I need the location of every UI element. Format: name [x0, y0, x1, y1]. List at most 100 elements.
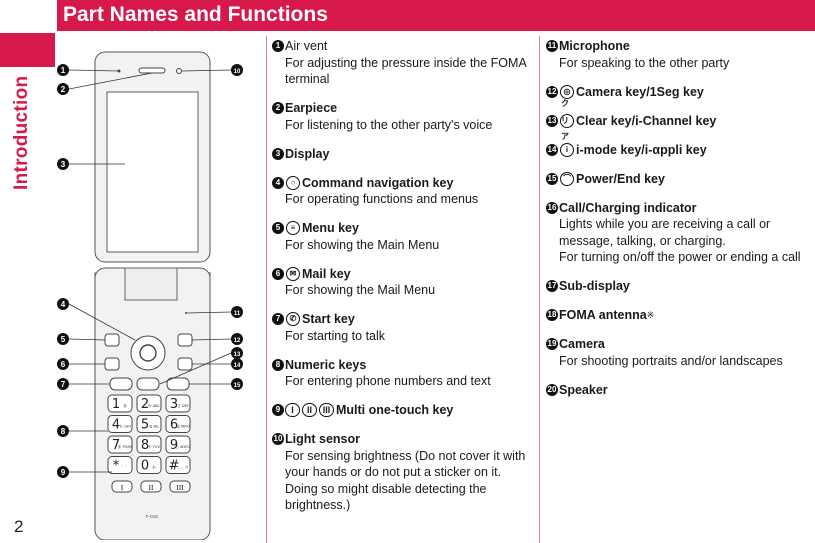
soft-key: [111, 480, 133, 493]
item-label: Speaker: [559, 382, 608, 397]
side-tab-band: [0, 33, 55, 67]
item-number-badge: 15: [546, 172, 558, 185]
key-icon: ✆: [286, 312, 300, 327]
soft-key-label: II: [149, 484, 154, 492]
item-description: For showing the Mail Menu: [285, 283, 436, 297]
page-title: Part Names and Functions: [63, 3, 328, 26]
item-description: Lights while you are receiving a call or…: [559, 217, 771, 248]
page-number: 2: [14, 517, 24, 536]
callout-badge: [231, 333, 243, 345]
numeric-key: 7ま PQRS: [107, 435, 133, 454]
item-number-badge: 14: [546, 143, 558, 156]
item-number-badge: 8: [272, 358, 284, 371]
numeric-key-label: 4: [112, 418, 120, 433]
key-icon: III: [319, 403, 334, 418]
numeric-key-label: #: [169, 459, 180, 474]
item-description: For starting to talk: [285, 328, 386, 343]
imode-key: [177, 357, 193, 371]
callout-number: 1: [61, 66, 66, 75]
display-screen: [106, 91, 199, 253]
numeric-key: 2か ABC: [136, 394, 162, 413]
callout-badge: [231, 64, 243, 76]
earpiece: [138, 67, 166, 74]
numeric-key-label: 8: [141, 438, 149, 453]
item-number-badge: 9: [272, 404, 284, 417]
callout-number: 2: [61, 85, 66, 94]
callout-badge: [231, 378, 243, 390]
item-description: For sensing brightness (Do not cover it …: [285, 448, 526, 513]
clear-key: [136, 377, 160, 391]
numeric-key-sublabel: は MNO: [176, 424, 190, 429]
callout-number: 4: [61, 300, 66, 309]
menu-key: [104, 333, 120, 347]
microphone: [185, 312, 187, 314]
side-tab: Introduction: [0, 0, 55, 543]
callout-badge: [57, 378, 69, 390]
numeric-key-label: 9: [170, 438, 178, 453]
key-icon: II: [302, 403, 317, 418]
item-label: Start key: [302, 312, 355, 326]
item-label: Numeric keys: [285, 357, 367, 372]
callout-badge: [231, 347, 243, 359]
callout-number: 14: [234, 363, 241, 369]
footnote-mark: ※: [646, 310, 655, 320]
numeric-key-label: 6: [170, 418, 178, 433]
numeric-key: 6は MNO: [165, 415, 191, 433]
item-heading: 7✆Start key: [272, 311, 534, 328]
item-number-badge: 19: [546, 338, 558, 351]
model-label: F-01E: [146, 514, 158, 519]
callout-badge: [57, 333, 69, 345]
air-vent: [117, 69, 121, 73]
item-number-badge: 12: [546, 85, 558, 98]
numeric-key-sublabel: わ: [152, 465, 156, 470]
light-sensor: [176, 68, 182, 74]
numeric-key-sublabel: ら WXYZ: [175, 444, 191, 449]
item-label: i-mode key/i-αppli key: [576, 142, 707, 157]
numeric-key-sublabel: か ABC: [148, 403, 161, 408]
numeric-key-sublabel: や TUV: [148, 444, 161, 449]
start-key: [109, 377, 133, 391]
callout-number: 5: [61, 335, 66, 344]
callout-line: [68, 338, 106, 341]
numeric-key-sublabel: 、。?!: [178, 466, 189, 470]
callout-badge: [57, 425, 69, 437]
callout-line: [191, 338, 232, 341]
item-number-badge: 4: [272, 176, 284, 189]
item-heading: 4○Command navigation key: [272, 175, 534, 192]
callout-badge: [57, 298, 69, 310]
item-description: For entering phone numbers and text: [285, 374, 491, 388]
key-icon: ○: [286, 175, 300, 190]
numeric-key-sublabel: ま PQRS: [118, 444, 133, 449]
numeric-key: #、。?!: [165, 456, 191, 474]
callout-badge: [57, 358, 69, 370]
callout-number: 8: [61, 427, 66, 436]
callout-number: 11: [234, 311, 241, 317]
item-label: Light sensor: [285, 432, 361, 446]
callout-number: 9: [61, 468, 66, 477]
item-heading: 12◎Camera key/1Seg key: [546, 84, 811, 101]
item-number-badge: 17: [546, 280, 558, 293]
item-label: FOMA antenna: [559, 308, 647, 322]
item-label: Microphone: [559, 39, 630, 53]
item-label: Camera key/1Seg key: [576, 84, 704, 99]
numeric-key-label: *: [113, 459, 120, 474]
